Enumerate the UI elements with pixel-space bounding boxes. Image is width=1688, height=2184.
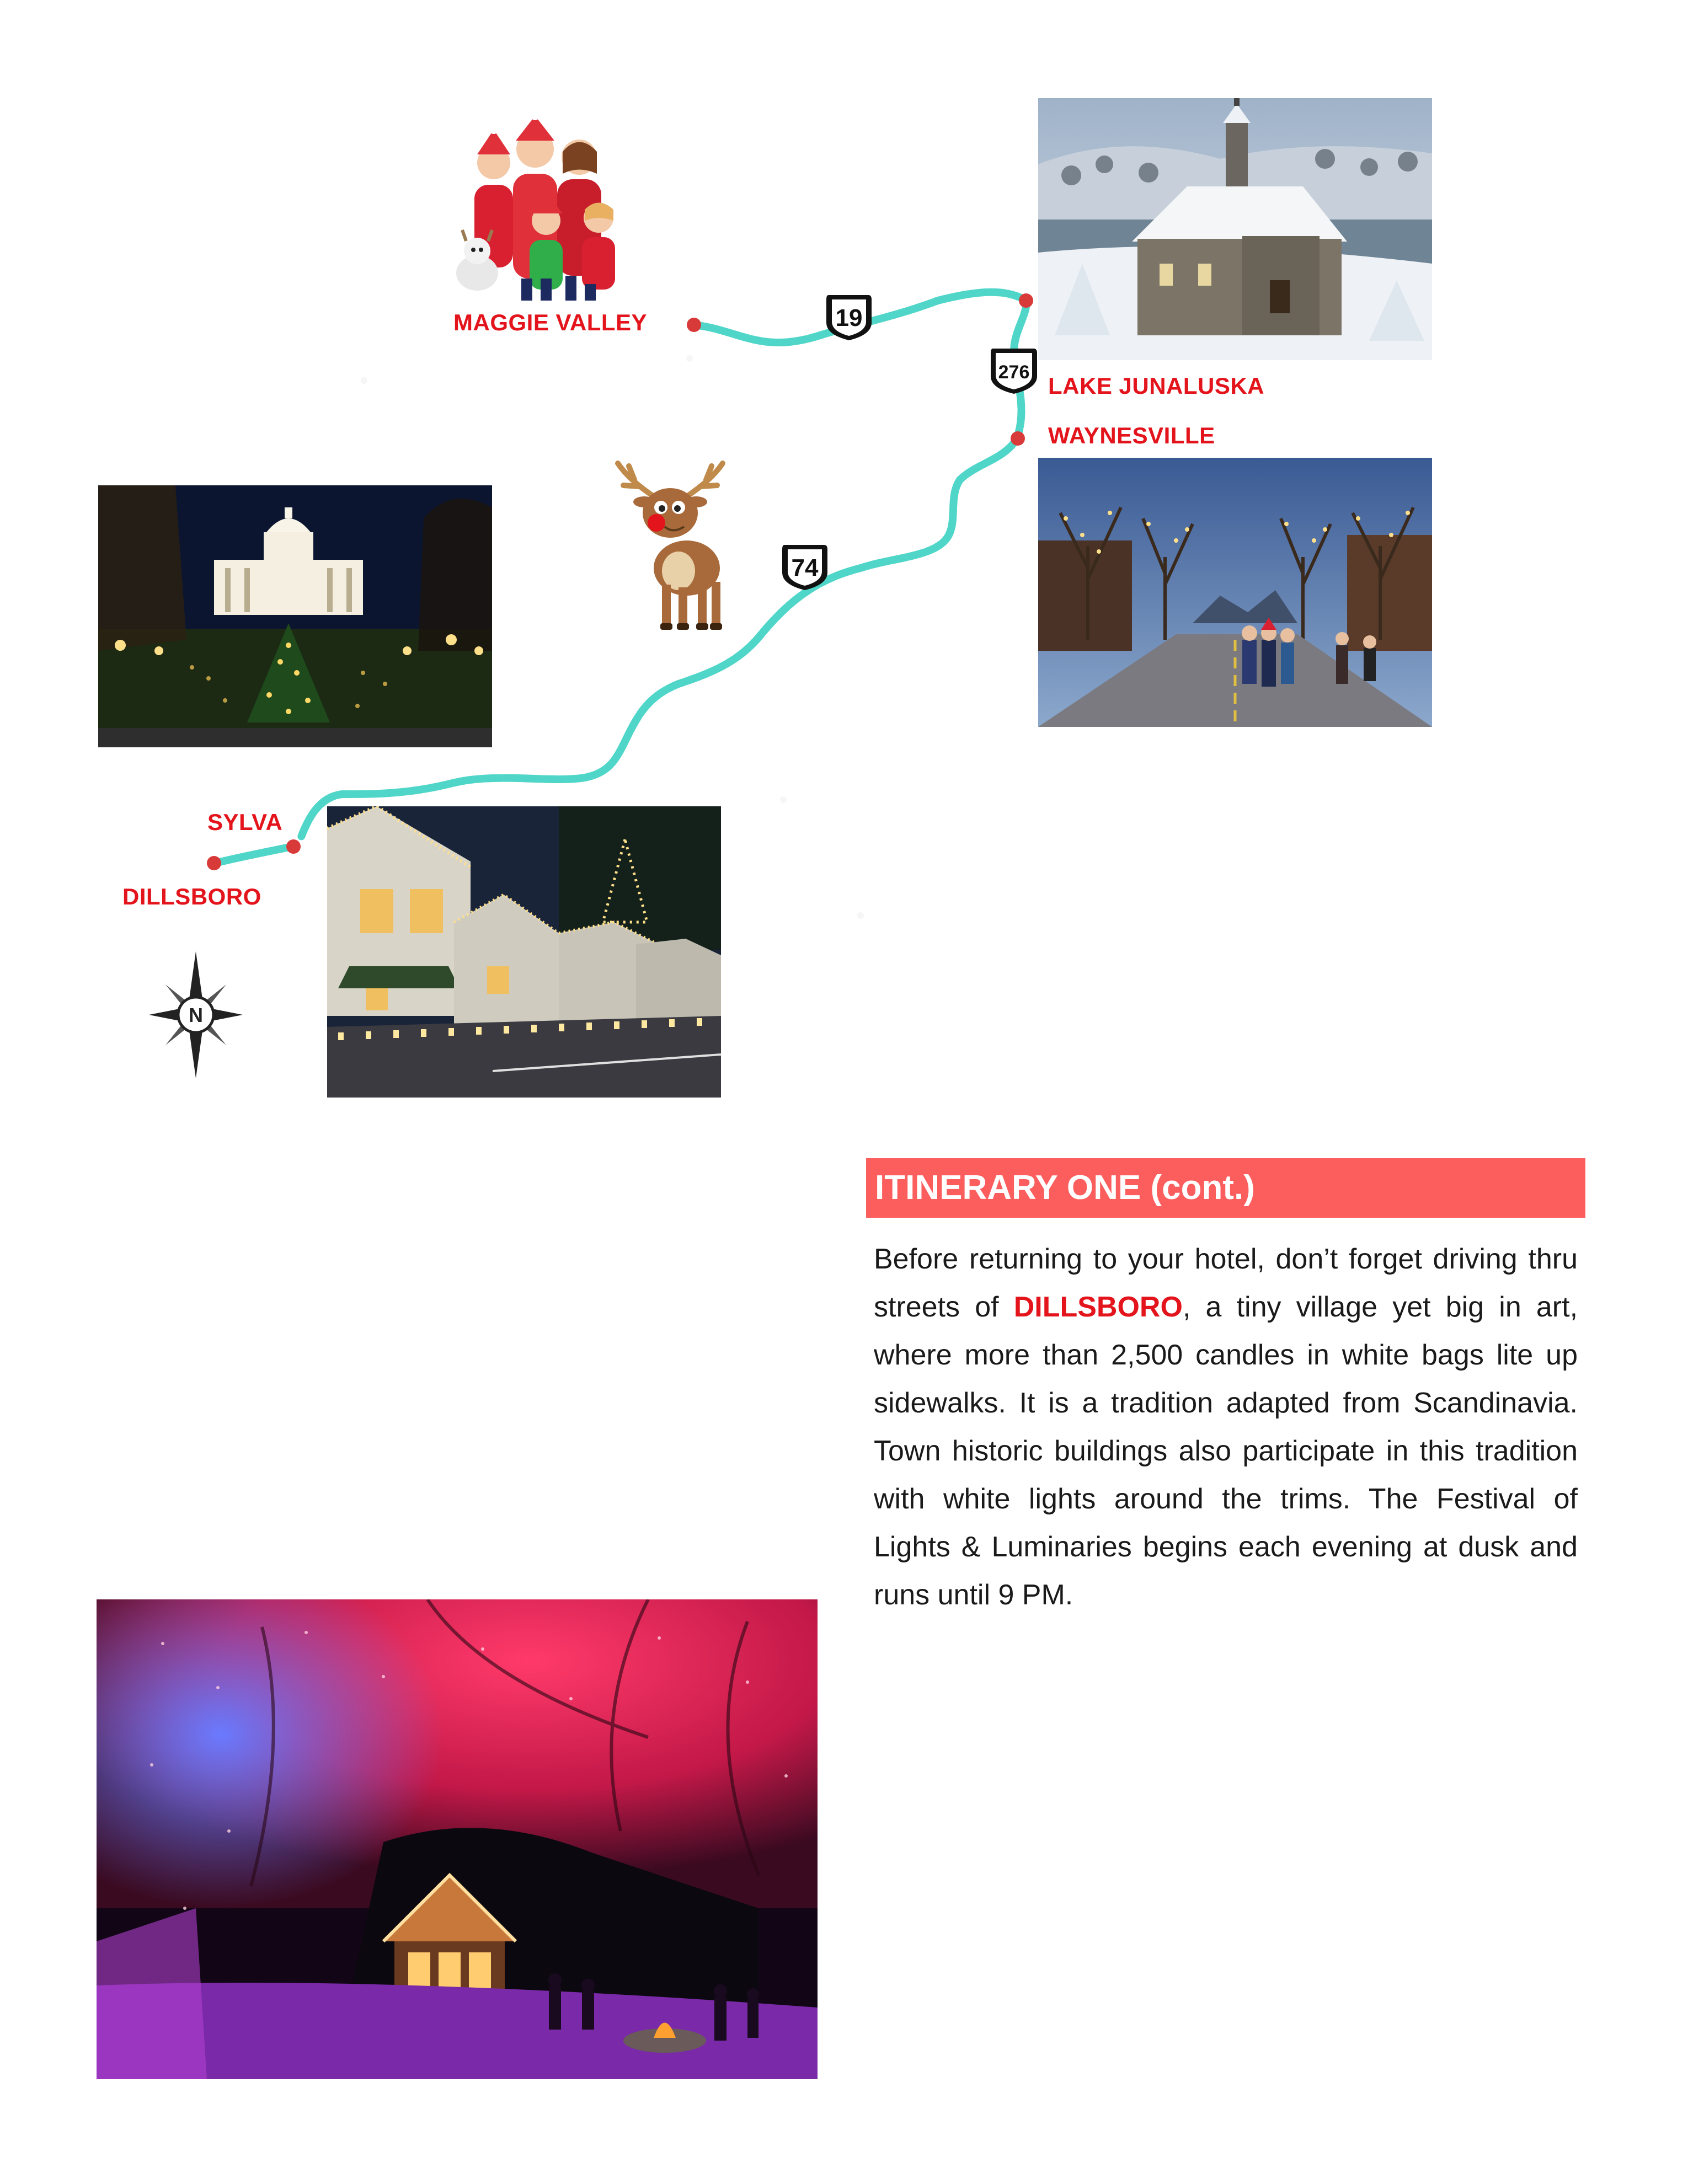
compass-north-label: N bbox=[189, 1004, 203, 1026]
label-waynesville: WAYNESVILLE bbox=[1048, 422, 1215, 448]
us-276-label: 276 bbox=[998, 362, 1030, 383]
label-dillsboro: DILLSBORO bbox=[122, 884, 261, 909]
compass-rose-icon: N bbox=[149, 951, 243, 1078]
christmas-family-illustration bbox=[452, 113, 634, 303]
description-rest: , a tiny village yet big in art, where m… bbox=[874, 1291, 1578, 1611]
marker-lake-junaluska bbox=[1019, 293, 1033, 308]
label-maggie-valley: MAGGIE VALLEY bbox=[453, 309, 648, 335]
us-19-label: 19 bbox=[836, 304, 863, 331]
label-sylva: SYLVA bbox=[207, 809, 283, 835]
us-74-label: 74 bbox=[792, 554, 819, 581]
route-line-sylva-dillsboro bbox=[211, 843, 296, 867]
us-74-shield-icon: 74 bbox=[782, 545, 827, 590]
festival-of-lights-photo bbox=[97, 1599, 818, 2079]
dillsboro-village-photo bbox=[327, 806, 721, 1098]
reindeer-illustration bbox=[596, 458, 745, 634]
courthouse-night-photo bbox=[98, 485, 492, 747]
dillsboro-highlight: DILLSBORO bbox=[1013, 1291, 1183, 1323]
us-19-shield-icon: 19 bbox=[826, 295, 872, 340]
us-276-shield-icon: 276 bbox=[991, 349, 1037, 394]
itinerary-description: Before returning to your hotel, don’t fo… bbox=[874, 1235, 1578, 1619]
description-intro: Before returning to your hotel, don’t fo… bbox=[874, 1243, 1578, 1323]
marker-sylva bbox=[286, 839, 301, 854]
label-lake-junaluska: LAKE JUNALUSKA bbox=[1048, 373, 1265, 399]
lake-junaluska-chapel-photo bbox=[1038, 98, 1432, 360]
marker-dillsboro bbox=[207, 856, 221, 870]
route-line bbox=[297, 288, 1030, 842]
itinerary-header: ITINERARY ONE (cont.) bbox=[866, 1158, 1585, 1218]
marker-waynesville bbox=[1011, 431, 1025, 446]
waynesville-street-photo bbox=[1038, 458, 1432, 727]
marker-maggie-valley bbox=[687, 318, 701, 332]
